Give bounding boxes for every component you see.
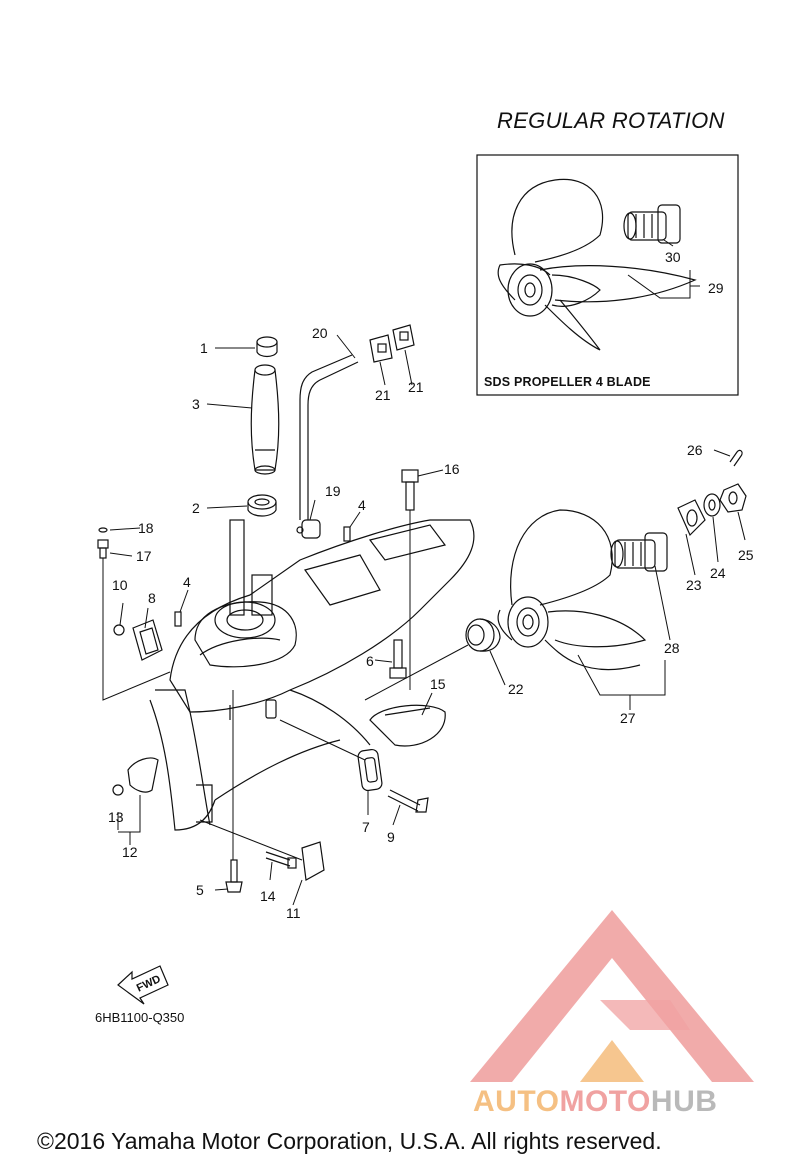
clip-parts-21 xyxy=(369,324,415,363)
water-tube-part-3 xyxy=(250,364,280,475)
watermark-part-moto: MOTO xyxy=(559,1085,651,1118)
callout-16: 16 xyxy=(444,461,460,477)
callout-11: 11 xyxy=(286,905,301,921)
callout-29: 29 xyxy=(708,280,724,296)
callout-21b: 21 xyxy=(408,379,424,395)
callout-30: 30 xyxy=(665,249,681,265)
callout-6: 6 xyxy=(366,653,374,669)
callout-12: 12 xyxy=(122,844,138,860)
grommet-part-1 xyxy=(256,336,278,358)
callout-26: 26 xyxy=(687,442,703,458)
grommet-part-7 xyxy=(357,748,383,792)
regular-rotation-title: REGULAR ROTATION xyxy=(497,108,725,133)
callout-15: 15 xyxy=(430,676,446,692)
callout-4b: 4 xyxy=(183,574,191,590)
automotohub-logo-mark xyxy=(470,910,754,1082)
inset-spacer-drawing xyxy=(623,204,681,244)
callout-4a: 4 xyxy=(358,497,366,513)
callout-labels: 1 2 3 4 4 5 6 7 8 9 10 11 12 13 14 15 16… xyxy=(108,249,754,995)
trim-tab-part-15 xyxy=(369,704,446,747)
copyright-notice: ©2016 Yamaha Motor Corporation, U.S.A. A… xyxy=(37,1128,662,1154)
cotter-pin-part-26 xyxy=(729,449,743,467)
pin-part-4b xyxy=(174,611,182,627)
bolt-part-14 xyxy=(265,851,297,869)
callout-25: 25 xyxy=(738,547,754,563)
callout-17: 17 xyxy=(136,548,152,564)
bolt-part-9 xyxy=(387,789,429,813)
propeller-inset-box xyxy=(476,154,739,396)
anode-part-12-13 xyxy=(112,757,159,796)
spacer-part-28 xyxy=(610,532,668,572)
lower-casing-drawing xyxy=(149,519,475,831)
washer-part-23 xyxy=(677,499,706,537)
clamp-part-19 xyxy=(296,519,321,539)
callout-24: 24 xyxy=(710,565,726,581)
callout-9: 9 xyxy=(387,829,395,845)
hose-part-20 xyxy=(299,354,359,520)
callout-14: 14 xyxy=(260,888,276,904)
propeller-part-27 xyxy=(497,509,647,671)
callout-5: 5 xyxy=(196,882,204,898)
callout-21a: 21 xyxy=(375,387,391,403)
callout-27: 27 xyxy=(620,710,636,726)
nut-part-25 xyxy=(719,483,747,513)
bolt-part-16 xyxy=(401,469,419,511)
anode-part-8-10 xyxy=(113,619,163,661)
plug-part-17-18 xyxy=(97,527,109,559)
watermark-part-hub: HUB xyxy=(650,1085,718,1118)
callout-7: 7 xyxy=(362,819,370,835)
callout-2: 2 xyxy=(192,500,200,516)
cover-part-11 xyxy=(301,841,325,881)
callout-23: 23 xyxy=(686,577,702,593)
leader-lines xyxy=(102,239,746,906)
callout-8: 8 xyxy=(148,590,156,606)
callout-28: 28 xyxy=(664,640,680,656)
inset-propeller-drawing xyxy=(497,178,697,351)
callout-19: 19 xyxy=(325,483,341,499)
watermark-part-auto: AUTO xyxy=(473,1085,560,1118)
sds-propeller-label: SDS PROPELLER 4 BLADE xyxy=(484,375,651,389)
callout-18: 18 xyxy=(138,520,154,536)
callout-10: 10 xyxy=(112,577,128,593)
callout-13: 13 xyxy=(108,809,124,825)
callout-1: 1 xyxy=(200,340,208,356)
callout-20: 20 xyxy=(312,325,328,341)
automotohub-watermark: AUTOMOTOHUB xyxy=(473,1085,717,1119)
fwd-arrow-icon xyxy=(117,965,169,1005)
bolt-part-6 xyxy=(389,639,407,679)
washer-part-24 xyxy=(703,493,721,517)
seal-part-2 xyxy=(247,494,277,517)
water-pump-drawing xyxy=(194,519,297,668)
spacer-part-22 xyxy=(465,618,501,652)
bolt-part-5 xyxy=(225,859,243,893)
pin-part-4a xyxy=(343,526,351,542)
diagram-reference-code: 6HB1100-Q350 xyxy=(95,1010,185,1025)
callout-22: 22 xyxy=(508,681,524,697)
callout-3: 3 xyxy=(192,396,200,412)
